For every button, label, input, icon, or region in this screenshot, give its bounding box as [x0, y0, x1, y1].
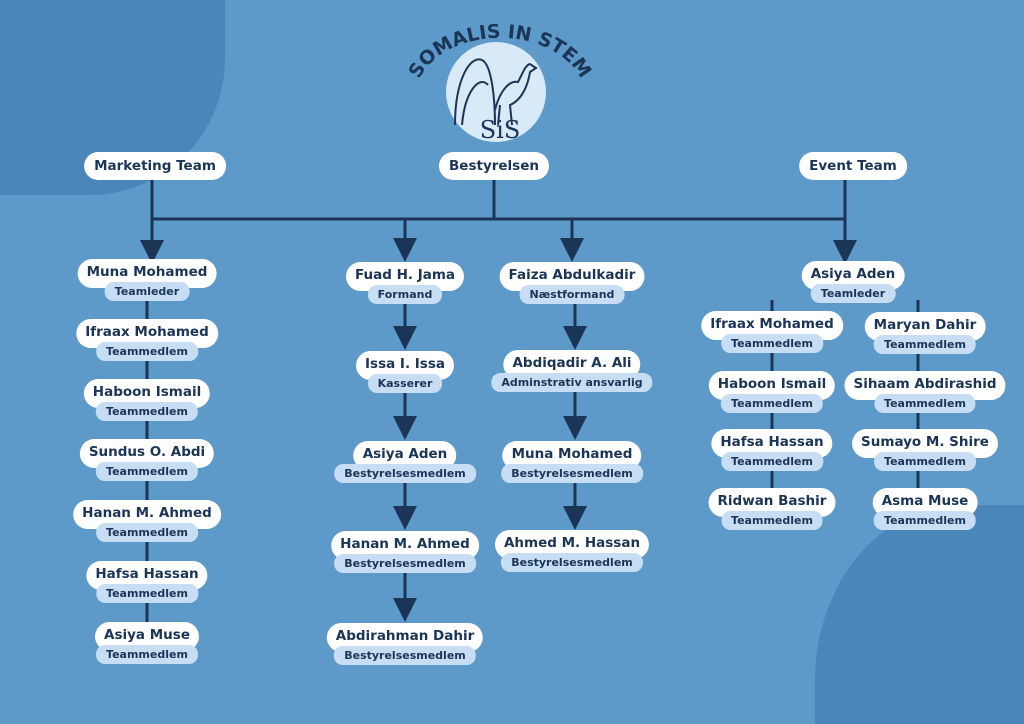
- person-role: Bestyrelsesmedlem: [501, 464, 643, 483]
- person-role: Teammedlem: [721, 452, 823, 471]
- person-role: Næstformand: [519, 285, 625, 304]
- person-role: Teammedlem: [721, 334, 823, 353]
- person-role: Teamleder: [810, 284, 896, 303]
- person-role: Teammedlem: [874, 335, 976, 354]
- person-role: Bestyrelsesmedlem: [334, 554, 476, 573]
- person-role: Bestyrelsesmedlem: [501, 553, 643, 572]
- person-role: Teammedlem: [96, 462, 198, 481]
- person-role: Teammedlem: [96, 645, 198, 664]
- person-role: Teamleder: [104, 282, 190, 301]
- person-role: Teammedlem: [874, 511, 976, 530]
- person-role: Kasserer: [367, 374, 443, 393]
- person-name: Hanan M. Ahmed: [73, 500, 221, 529]
- person-role: Bestyrelsesmedlem: [334, 464, 476, 483]
- somalis-in-stem-logo: SOMALIS IN STEM SiS: [400, 20, 600, 150]
- person-role: Bestyrelsesmedlem: [334, 646, 476, 665]
- header-marketing-team: Marketing Team: [84, 152, 226, 180]
- person-role: Teammedlem: [96, 523, 198, 542]
- logo-monogram: SiS: [480, 116, 521, 144]
- person-role: Adminstrativ ansvarlig: [491, 373, 653, 392]
- person-role: Teammedlem: [96, 402, 198, 421]
- person-role: Teammedlem: [874, 452, 976, 471]
- person-role: Teammedlem: [96, 584, 198, 603]
- person-role: Teammedlem: [96, 342, 198, 361]
- header-bestyrelsen: Bestyrelsen: [439, 152, 549, 180]
- header-event-team: Event Team: [799, 152, 907, 180]
- person-role: Teammedlem: [721, 511, 823, 530]
- person-role: Formand: [367, 285, 443, 304]
- person-role: Teammedlem: [721, 394, 823, 413]
- person-role: Teammedlem: [874, 394, 976, 413]
